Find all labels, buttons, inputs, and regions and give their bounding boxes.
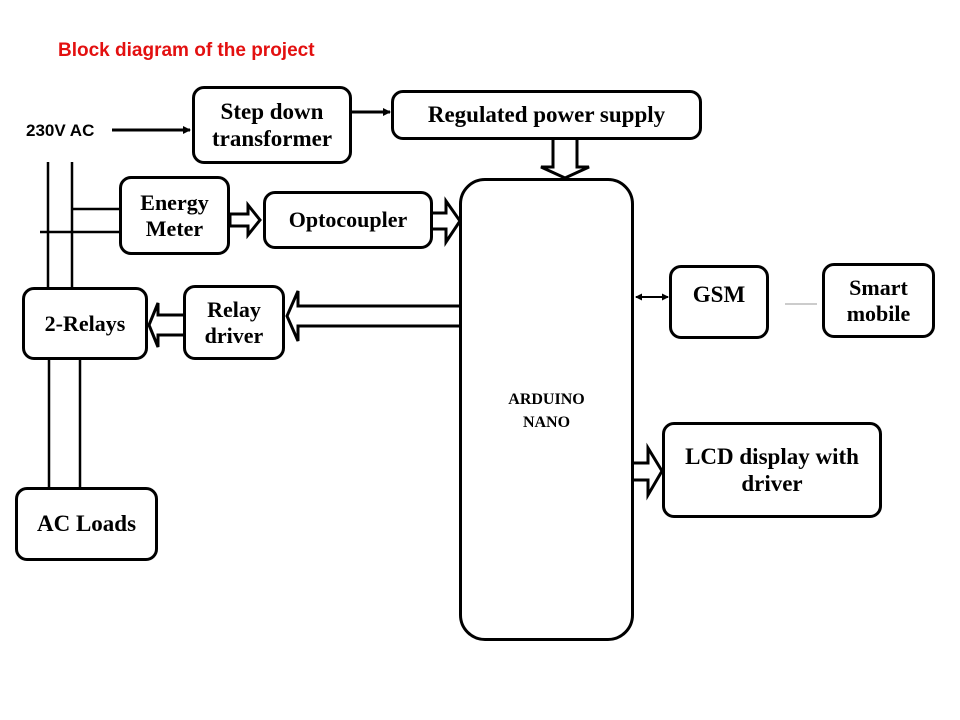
block-label-line: driver <box>741 471 803 496</box>
block-step-down-transformer: Step down transformer <box>192 86 352 164</box>
block-label-line: driver <box>204 322 264 348</box>
block-arduino-nano: ARDUINO NANO <box>459 178 634 641</box>
block-label-line: Regulated power supply <box>427 102 666 128</box>
block-label-line: 2-Relays <box>44 310 126 336</box>
block-label-line: Optocoupler <box>288 207 408 233</box>
block-arrow-meter-to-opto <box>228 200 262 240</box>
block-label-line: Step down <box>220 98 324 124</box>
block-arrow-arduino-to-relay-driver <box>285 290 463 342</box>
block-label-line: GSM <box>692 282 746 307</box>
block-label-line: ARDUINO <box>508 391 585 408</box>
block-label-line: transformer <box>211 126 333 151</box>
source-label-230v-ac: 230V AC <box>26 121 95 140</box>
block-energy-meter: Energy Meter <box>119 176 230 255</box>
block-label-line: Smart <box>849 274 908 300</box>
block-arrow-opto-to-arduino <box>432 196 462 247</box>
block-ac-loads: AC Loads <box>15 487 158 561</box>
block-gsm: GSM <box>669 265 769 339</box>
block-label-line: AC Loads <box>36 511 137 537</box>
block-label-line: LCD display with <box>685 443 859 469</box>
diagram-title: Block diagram of the project <box>58 40 315 61</box>
block-lcd-display: LCD display with driver <box>662 422 882 518</box>
block-label-line: NANO <box>522 414 571 432</box>
block-arrow-arduino-to-lcd <box>634 442 664 501</box>
block-arrow-rps-to-arduino <box>540 139 590 180</box>
block-label-line: Relay <box>207 296 261 322</box>
block-label-line: mobile <box>846 300 911 326</box>
block-smart-mobile: Smart mobile <box>822 263 935 338</box>
block-arrow-relay-driver-to-relays <box>147 302 184 348</box>
block-relay-driver: Relay driver <box>183 285 285 360</box>
block-2-relays: 2-Relays <box>22 287 148 360</box>
block-label-line: Energy <box>140 189 209 215</box>
block-optocoupler: Optocoupler <box>263 191 433 249</box>
block-label-line: Meter <box>145 215 204 241</box>
block-regulated-power-supply: Regulated power supply <box>391 90 702 140</box>
